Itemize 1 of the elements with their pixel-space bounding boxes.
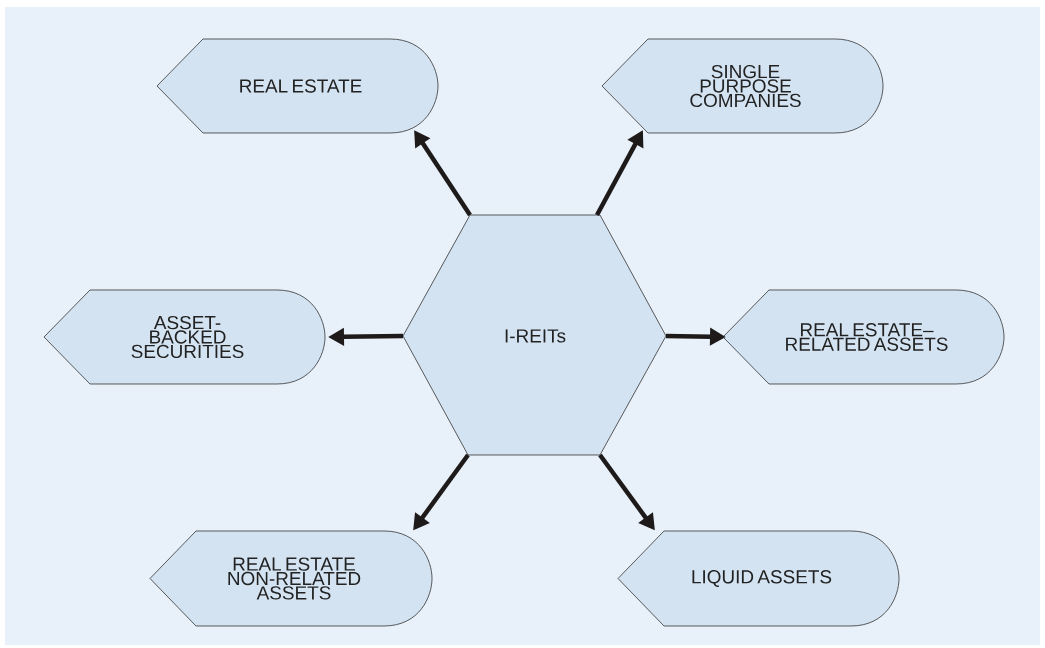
hexagon-node: I-REITs [402,214,667,456]
